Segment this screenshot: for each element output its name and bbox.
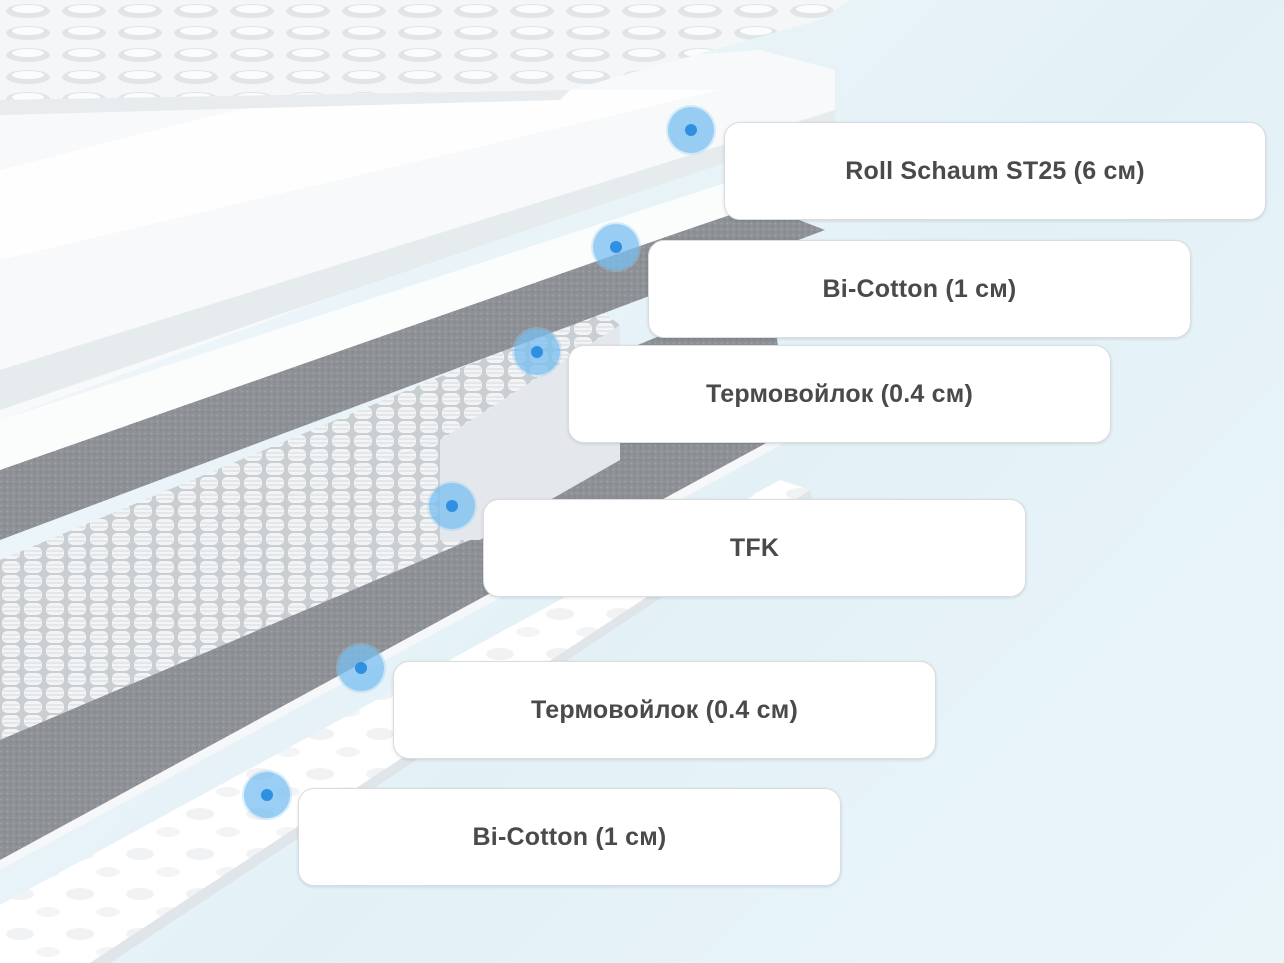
hotspot-dot xyxy=(261,789,273,801)
tfk-spring-block xyxy=(0,430,470,740)
hotspot-termovoilok-top[interactable] xyxy=(514,329,560,375)
label-roll-schaum: Roll Schaum ST25 (6 см) xyxy=(724,122,1266,220)
label-tfk: TFK xyxy=(483,499,1026,597)
termovoilok-top-layer xyxy=(0,205,825,540)
hotspot-bi-cotton-top[interactable] xyxy=(593,224,639,270)
hotspot-dot xyxy=(610,241,622,253)
hotspot-dot xyxy=(685,124,697,136)
label-termovoilok-top: Термовойлок (0.4 см) xyxy=(568,345,1111,443)
label-bi-cotton-top: Bi-Cotton (1 см) xyxy=(648,240,1191,338)
label-bi-cotton-bottom: Bi-Cotton (1 см) xyxy=(298,788,841,886)
hotspot-roll-schaum[interactable] xyxy=(668,107,714,153)
hotspot-termovoilok-bottom[interactable] xyxy=(338,645,384,691)
hotspot-tfk[interactable] xyxy=(429,483,475,529)
hotspot-dot xyxy=(531,346,543,358)
hotspot-dot xyxy=(355,662,367,674)
label-termovoilok-bottom: Термовойлок (0.4 см) xyxy=(393,661,936,759)
hotspot-bi-cotton-bottom[interactable] xyxy=(244,772,290,818)
quilted-cover xyxy=(0,0,850,100)
hotspot-dot xyxy=(446,500,458,512)
